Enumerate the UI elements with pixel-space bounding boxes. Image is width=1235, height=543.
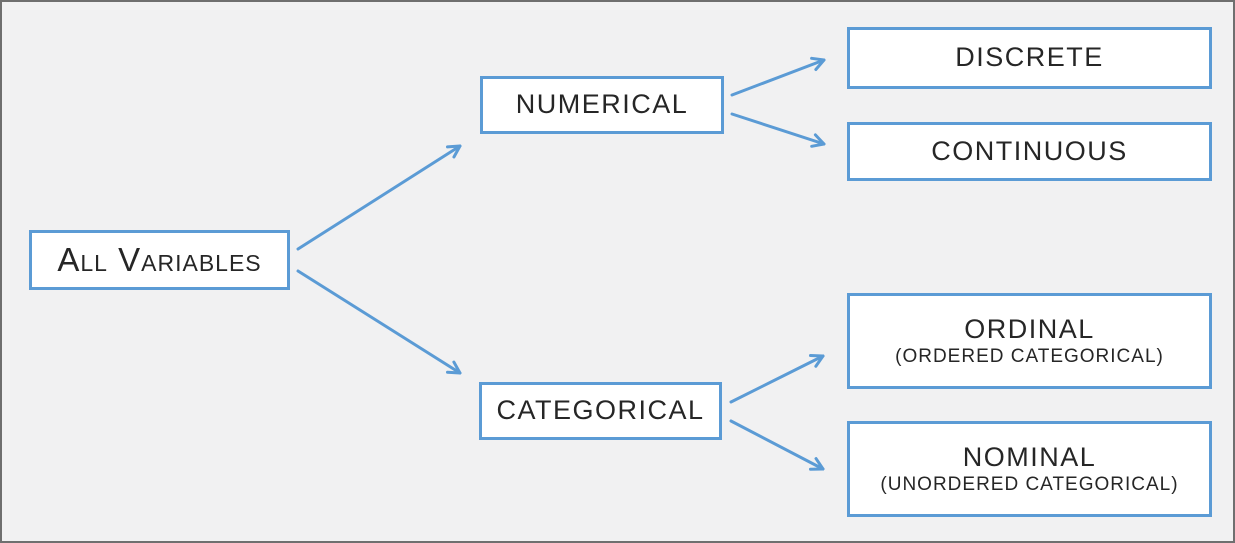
node-sublabel: (ORDERED CATEGORICAL): [895, 345, 1164, 367]
node-label: NOMINAL: [962, 441, 1097, 472]
arrow-all-variables-to-categorical: [296, 269, 462, 375]
node-nominal: NOMINAL (UNORDERED CATEGORICAL): [847, 421, 1212, 517]
node-continuous: CONTINUOUS: [847, 122, 1212, 181]
node-numerical: NUMERICAL: [480, 76, 724, 134]
node-sublabel: (UNORDERED CATEGORICAL): [880, 473, 1179, 495]
node-ordinal: ORDINAL (ORDERED CATEGORICAL): [847, 293, 1212, 389]
arrow-all-variables-to-numerical: [296, 144, 462, 251]
node-discrete: DISCRETE: [847, 27, 1212, 89]
node-label: CONTINUOUS: [931, 135, 1128, 166]
node-label: ORDINAL: [964, 313, 1095, 344]
node-categorical: CATEGORICAL: [479, 382, 722, 440]
arrow-categorical-to-nominal: [729, 419, 825, 471]
arrow-numerical-to-discrete: [730, 56, 826, 97]
arrow-categorical-to-ordinal: [729, 354, 825, 404]
node-label: DISCRETE: [955, 42, 1104, 73]
node-all-variables: All Variables: [29, 230, 290, 290]
node-label: All Variables: [57, 241, 262, 279]
arrow-numerical-to-continuous: [730, 112, 826, 148]
node-label: NUMERICAL: [515, 89, 689, 120]
node-label: CATEGORICAL: [496, 395, 705, 426]
